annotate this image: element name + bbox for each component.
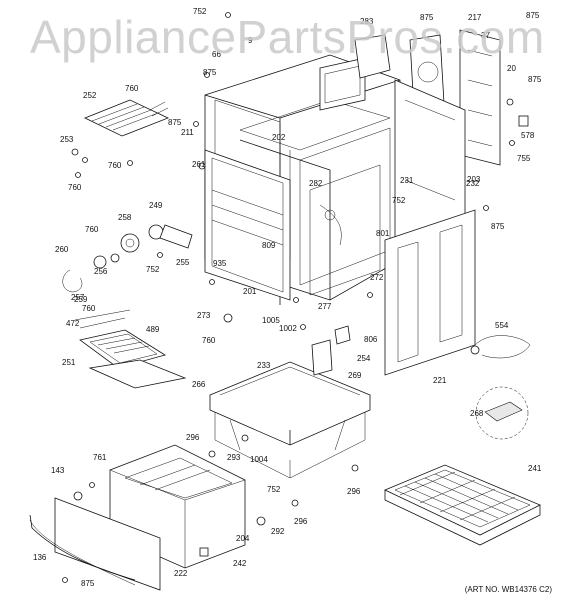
part-label-259: 259 [74,295,88,304]
part-label-254: 254 [357,354,371,363]
part-label-875: 875 [81,579,95,588]
part-label-249: 249 [149,201,163,210]
power-cord [470,335,531,359]
part-label-760: 760 [108,161,122,170]
part-label-875: 875 [168,118,182,127]
part-label-755: 755 [517,154,531,163]
part-label-203: 203 [467,175,481,184]
part-label-277: 277 [318,302,332,311]
part-label-258: 258 [118,213,132,222]
part-label-222: 222 [174,569,188,578]
part-label-489: 489 [146,325,160,334]
part-label-578: 578 [521,131,535,140]
part-label-761: 761 [93,453,107,462]
part-label-233: 233 [257,361,271,370]
part-label-875: 875 [420,13,434,22]
part-label-269: 269 [348,371,362,380]
detail-callout [475,386,529,440]
part-label-752: 752 [267,485,281,494]
part-label-752: 752 [392,196,406,205]
part-label-752: 752 [193,7,207,16]
part-label-221: 221 [433,376,447,385]
part-label-204: 204 [236,534,250,543]
part-label-293: 293 [227,453,241,462]
part-label-9: 9 [248,36,253,45]
part-label-242: 242 [233,559,247,568]
part-label-752: 752 [146,265,160,274]
part-label-255: 255 [176,258,190,267]
part-label-760: 760 [82,304,96,313]
part-label-211: 211 [181,128,194,137]
part-label-282: 282 [309,179,323,188]
part-label-261: 261 [192,160,206,169]
part-label-554: 554 [495,321,509,330]
part-label-252: 252 [83,91,97,100]
part-label-760: 760 [85,225,99,234]
broil-element-assembly [74,309,187,389]
part-label-1004: 1004 [250,455,268,464]
oven-rack [384,464,541,546]
part-label-296: 296 [186,433,200,442]
part-label-136: 136 [33,553,47,562]
part-label-37: 37 [481,31,490,40]
bake-element [84,99,170,137]
part-label-260: 260 [55,245,69,254]
part-label-143: 143 [51,466,65,475]
part-label-273: 273 [197,311,211,320]
part-label-292: 292 [271,527,285,536]
part-label-875: 875 [528,75,542,84]
part-label-256: 256 [94,267,108,276]
part-label-20: 20 [507,64,516,73]
part-label-257: 257 [71,293,85,302]
part-label-251: 251 [62,358,76,367]
part-label-241: 241 [528,464,542,473]
part-label-809: 809 [262,241,276,250]
drawer-front-panel [29,497,161,591]
element-hardware [71,148,133,178]
part-label-472: 472 [66,319,80,328]
part-label-875: 875 [491,222,505,231]
hinge-bracket [311,325,351,376]
part-label-801: 801 [376,229,390,238]
part-label-296: 296 [347,487,361,496]
convection-fan-parts [62,224,193,293]
part-label-935: 935 [213,259,227,268]
part-label-266: 266 [192,380,206,389]
part-label-1002: 1002 [279,324,297,333]
part-label-296: 296 [294,517,308,526]
part-label-253: 253 [60,135,74,144]
part-label-806: 806 [364,335,378,344]
part-label-1005: 1005 [262,316,280,325]
part-label-760: 760 [202,336,216,345]
part-label-760: 760 [68,183,82,192]
part-label-201: 201 [243,287,257,296]
part-label-875: 875 [203,68,217,77]
oven-cavity-frame [204,139,381,301]
part-label-202: 202 [272,133,286,142]
storage-drawer-support [208,361,372,479]
part-label-283: 283 [360,17,374,26]
part-label-760: 760 [125,84,139,93]
part-label-875: 875 [526,11,540,20]
part-label-66: 66 [212,50,221,59]
part-label-272: 272 [370,273,384,282]
part-label-217: 217 [468,13,482,22]
art-number: (ART NO. WB14376 C2) [464,585,552,594]
part-label-232: 232 [466,179,480,188]
side-panels [384,79,476,376]
fasteners [62,12,529,583]
part-label-268: 268 [470,409,484,418]
part-label-231: 231 [400,176,414,185]
